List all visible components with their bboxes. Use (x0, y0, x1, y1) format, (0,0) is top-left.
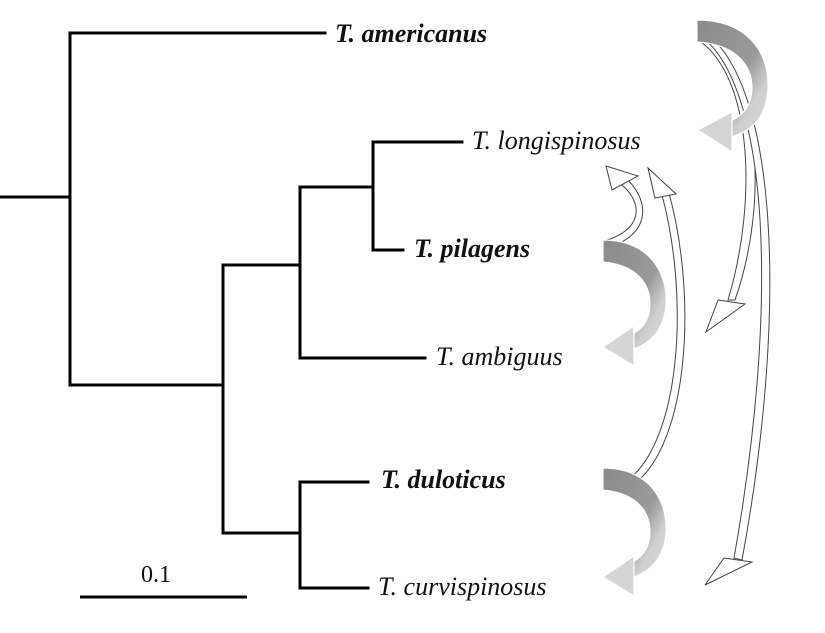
arrow-duloticus-curvispinosus-head (601, 554, 635, 598)
arrow-duloticus-longispinosus-head (647, 166, 678, 199)
taxon-label-duloticus: T. duloticus (381, 465, 506, 494)
scale-bar-label: 0.1 (141, 562, 171, 588)
arrow-americanus-ambiguus-head (704, 299, 747, 334)
taxon-label-longispinosus: T. longispinosus (472, 126, 641, 155)
arrow-americanus-ambiguus-shaft (697, 34, 756, 301)
taxon-label-curvispinosus: T. curvispinosus (378, 572, 547, 601)
arrow-pilagens-ambiguus-head (601, 324, 635, 368)
taxon-label-americanus: T. americanus (335, 19, 488, 48)
taxon-label-ambiguus: T. ambiguus (436, 342, 563, 371)
taxon-label-pilagens: T. pilagens (414, 234, 531, 263)
wide-arrows (601, 19, 769, 598)
tree-branches (0, 31, 464, 590)
arrow-americanus-longispinosus-head (696, 111, 733, 154)
arrow-pilagens-longispinosus-head (605, 165, 640, 191)
arrow-americanus-curvispinosus-head (704, 557, 754, 586)
